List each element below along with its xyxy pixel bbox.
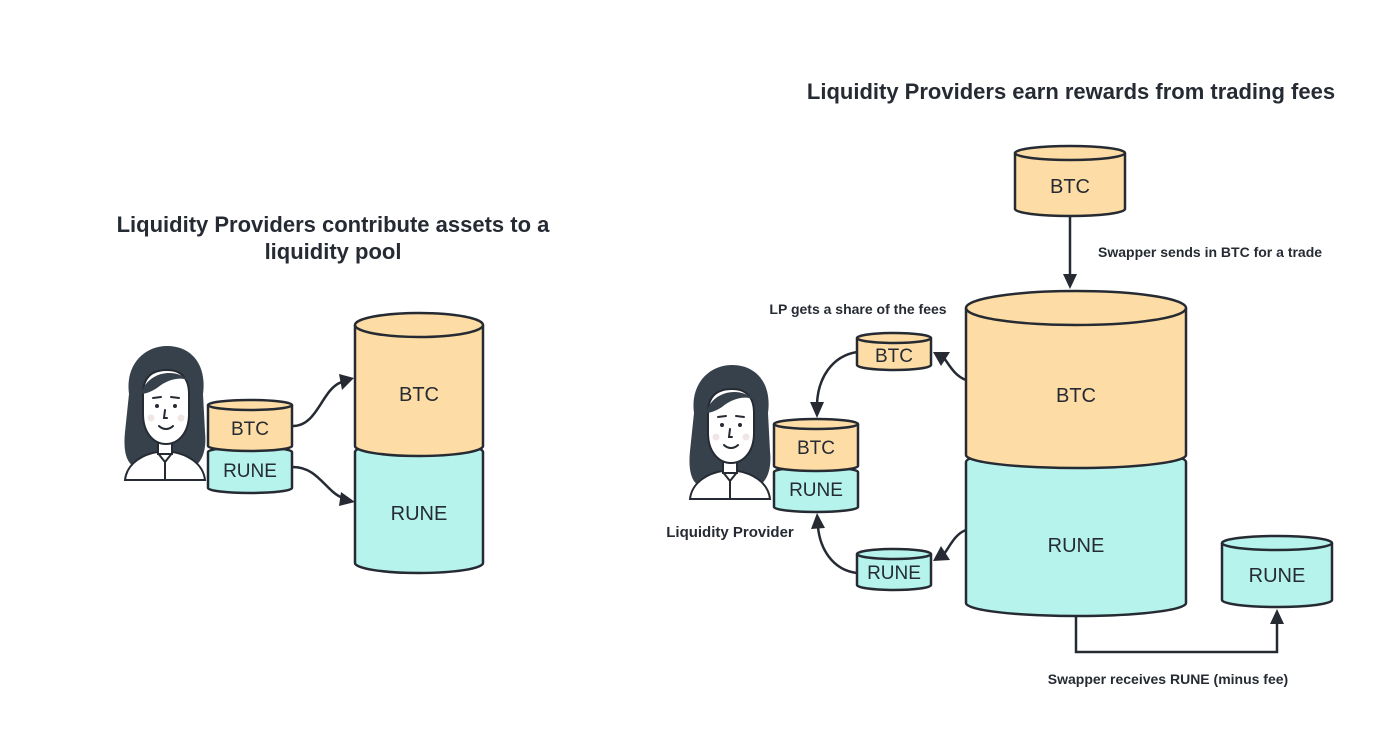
right-pool-rune-label: RUNE [1048, 535, 1105, 557]
arrow-pool-to-fee-rune [933, 528, 967, 561]
right-provider-btc-label: BTC [797, 438, 835, 459]
lp-share-text: LP gets a share of the fees [769, 301, 946, 317]
left-pool-btc-label: BTC [399, 384, 439, 406]
arrow-swapper-in [1063, 217, 1077, 289]
left-person-avatar-icon [123, 345, 207, 481]
left-title-line1: Liquidity Providers contribute assets to… [117, 212, 551, 237]
right-provider-rune-cylinder: RUNE [772, 465, 860, 514]
arrow-fee-btc-to-provider [810, 350, 858, 418]
left-arrow-btc [292, 374, 354, 428]
right-provider-btc-cylinder: BTC [772, 417, 860, 473]
arrow-fee-rune-to-provider [811, 513, 858, 575]
left-title-line2: liquidity pool [265, 239, 402, 264]
left-pool-rune-label: RUNE [391, 503, 448, 525]
left-arrow-rune [292, 465, 355, 506]
incoming-btc-label: BTC [1050, 176, 1090, 198]
left-provider-btc-cylinder: BTC [206, 398, 294, 453]
right-person-avatar-icon [688, 364, 772, 500]
left-provider-btc-label: BTC [231, 419, 269, 440]
right-pool-btc-label: BTC [1056, 385, 1096, 407]
output-rune-label: RUNE [1249, 565, 1306, 587]
right-pool-btc-cylinder: BTC [964, 289, 1188, 470]
left-provider-rune-label: RUNE [223, 461, 277, 482]
right-title: Liquidity Providers earn rewards from tr… [807, 79, 1335, 104]
arrow-swapper-out [1074, 609, 1284, 654]
fee-rune-label: RUNE [867, 563, 921, 584]
swapper-receives-text: Swapper receives RUNE (minus fee) [1048, 671, 1288, 687]
fee-btc-label: BTC [875, 346, 913, 367]
left-pool-btc-cylinder: BTC [353, 311, 485, 458]
incoming-btc-cylinder: BTC [1013, 144, 1127, 218]
provider-caption: Liquidity Provider [666, 524, 794, 541]
right-panel: Liquidity Providers earn rewards from tr… [666, 79, 1335, 687]
left-pool-rune-cylinder: RUNE [353, 440, 485, 575]
fee-rune-cylinder: RUNE [855, 547, 933, 592]
swapper-sends-text: Swapper sends in BTC for a trade [1098, 244, 1322, 260]
right-provider-rune-label: RUNE [789, 480, 843, 501]
fee-btc-cylinder: BTC [855, 331, 933, 372]
left-provider-rune-cylinder: RUNE [206, 445, 294, 495]
left-panel: Liquidity Providers contribute assets to… [117, 212, 551, 575]
arrow-pool-to-fee-btc [933, 352, 967, 382]
output-rune-cylinder: RUNE [1220, 534, 1334, 609]
right-pool-rune-cylinder: RUNE [964, 447, 1188, 618]
